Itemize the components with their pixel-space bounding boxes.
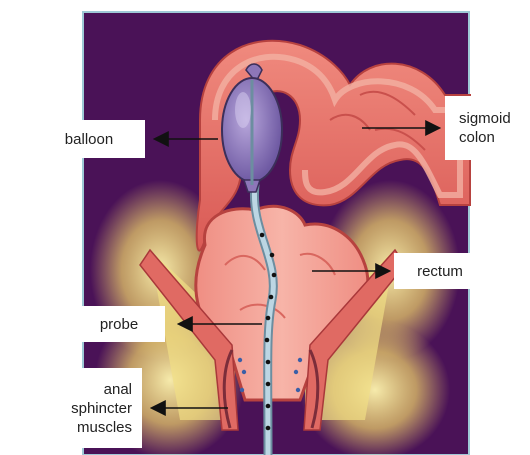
label-rectum: rectum <box>394 253 486 289</box>
label-probe-text: probe <box>100 315 138 334</box>
label-balloon-text: balloon <box>65 130 113 149</box>
label-sigmoid-colon-text: sigmoid colon <box>459 109 511 147</box>
label-probe: probe <box>73 306 165 342</box>
label-balloon: balloon <box>33 120 145 158</box>
label-rectum-text: rectum <box>417 262 463 281</box>
label-sigmoid-colon: sigmoid colon <box>445 96 530 160</box>
label-anal-sphincter-muscles: anal sphincter muscles <box>18 368 142 448</box>
label-anal-sphincter-muscles-text: anal sphincter muscles <box>71 380 132 437</box>
